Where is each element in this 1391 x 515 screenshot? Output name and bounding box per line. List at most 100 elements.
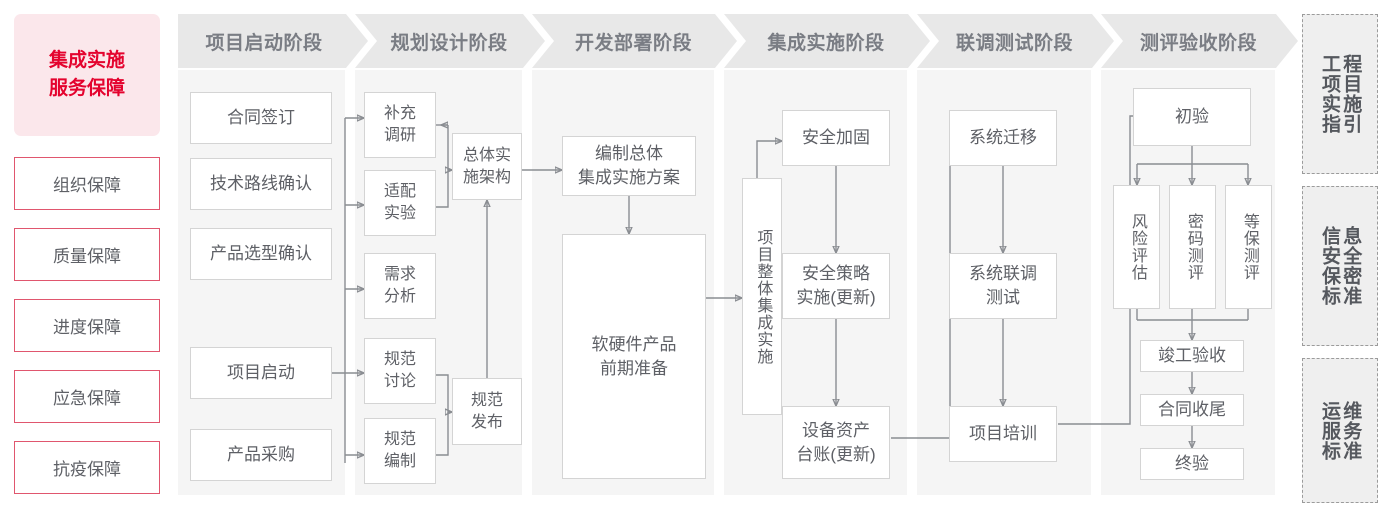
node-label-line1: 安全策略: [801, 264, 870, 283]
phase-header-label: 集成实施阶段: [767, 32, 885, 54]
node-system-joint-debug-test[interactable]: 系统联调 测试: [949, 253, 1057, 319]
standard-panel-operations-service[interactable]: 运服标 维务准: [1302, 358, 1378, 503]
node-label: 竣工验收: [1158, 346, 1226, 365]
sidebar-item-label: 进度保障: [53, 318, 121, 337]
node-label-line2: 发布: [470, 413, 503, 431]
node-label-line2: 集成实施方案: [578, 168, 680, 187]
node-label: 产品选型确认: [210, 244, 312, 263]
node-label-line1: 软硬件产品: [591, 334, 677, 354]
node-label-line1: 总体实: [462, 146, 511, 164]
node-final-acceptance[interactable]: 终验: [1140, 448, 1244, 480]
phase-header-p4: 集成实施阶段: [724, 14, 930, 68]
phase-header-label: 测评验收阶段: [1139, 32, 1257, 54]
node-system-migration[interactable]: 系统迁移: [949, 110, 1057, 166]
sidebar-item-label: 应急保障: [53, 389, 121, 408]
node-adaptation-experiment[interactable]: 适配 实验: [364, 170, 436, 236]
node-standard-release[interactable]: 规范 发布: [452, 378, 522, 445]
phase-header-label: 规划设计阶段: [390, 32, 508, 54]
node-label: 产品采购: [227, 445, 295, 464]
node-label-line2: 实施(更新): [796, 288, 876, 307]
node-label: 等保测评: [1240, 213, 1258, 281]
node-product-procurement[interactable]: 产品采购: [190, 429, 332, 481]
node-label-line2: 讨论: [383, 373, 416, 390]
node-product-selection-confirm[interactable]: 产品选型确认: [190, 228, 332, 280]
node-standard-discussion[interactable]: 规范 讨论: [364, 338, 436, 404]
sidebar-item-label: 抗疫保障: [53, 460, 121, 479]
sidebar-item-label: 组织保障: [53, 176, 121, 195]
node-label: 终验: [1175, 454, 1209, 473]
node-contract-signing[interactable]: 合同签订: [190, 92, 332, 144]
sidebar-title-line1: 集成实施: [48, 50, 125, 71]
node-label: 项目整体集成实施: [754, 228, 772, 365]
phase-header-label: 开发部署阶段: [574, 32, 692, 54]
node-label-line2: 前期准备: [600, 358, 668, 378]
node-label: 安全加固: [802, 128, 870, 147]
node-label: 风险评估: [1128, 213, 1146, 281]
node-label-line2: 施架构: [462, 168, 511, 186]
node-label: 项目培训: [969, 424, 1037, 443]
node-label-line1: 规范: [470, 391, 503, 409]
node-contract-closure[interactable]: 合同收尾: [1140, 394, 1244, 426]
standard-panel-infosec-confidentiality[interactable]: 信安保标 息全密准: [1302, 186, 1378, 346]
node-supplementary-research[interactable]: 补充 调研: [364, 92, 436, 158]
sidebar-item-label: 质量保障: [53, 247, 121, 266]
node-risk-assessment[interactable]: 风险评估: [1113, 185, 1160, 309]
node-label: 项目启动: [227, 363, 295, 382]
node-label-line1: 规范: [383, 431, 416, 448]
standard-panel-engineering-guideline[interactable]: 工项实指 程目施引: [1302, 14, 1378, 174]
node-equipment-asset-ledger[interactable]: 设备资产 台账(更新): [782, 406, 890, 479]
node-hardware-software-preparation[interactable]: 软硬件产品 前期准备: [562, 234, 706, 479]
standard-label-col-right: 运服标: [1319, 400, 1340, 461]
node-label: 初验: [1175, 107, 1209, 126]
node-label-line2: 调研: [383, 127, 416, 144]
node-label-line1: 设备资产: [801, 420, 870, 440]
node-label: 合同收尾: [1158, 400, 1226, 419]
node-label: 系统迁移: [969, 128, 1037, 147]
node-label: 密码测评: [1184, 213, 1202, 281]
node-label-line2: 测试: [986, 288, 1020, 307]
phase-header-p6: 测评验收阶段: [1101, 14, 1298, 68]
sidebar-item-emergency[interactable]: 应急保障: [14, 370, 160, 423]
standard-label-col-right: 信安保标: [1319, 226, 1340, 306]
node-label: 技术路线确认: [210, 174, 312, 193]
node-label-line1: 适配: [383, 183, 416, 200]
node-requirements-analysis[interactable]: 需求 分析: [364, 253, 436, 319]
node-label-line1: 系统联调: [969, 264, 1037, 283]
node-label-line1: 规范: [383, 351, 416, 368]
standard-label-col-left: 维务准: [1340, 400, 1362, 461]
node-label-line2: 分析: [383, 288, 416, 305]
sidebar-title: 集成实施 服务保障: [14, 14, 160, 136]
sidebar-item-schedule[interactable]: 进度保障: [14, 299, 160, 352]
sidebar-item-organization[interactable]: 组织保障: [14, 157, 160, 210]
standard-label-col-left: 程目施引: [1340, 54, 1362, 134]
sidebar-item-epidemic[interactable]: 抗疫保障: [14, 441, 160, 494]
node-label: 合同签订: [227, 108, 295, 127]
node-preliminary-acceptance[interactable]: 初验: [1133, 88, 1251, 146]
sidebar-item-quality[interactable]: 质量保障: [14, 228, 160, 281]
node-overall-implementation-architecture[interactable]: 总体实 施架构: [452, 133, 522, 200]
phase-header-label: 项目启动阶段: [205, 32, 323, 54]
node-security-hardening[interactable]: 安全加固: [782, 110, 890, 166]
phase-header-p1: 项目启动阶段: [178, 14, 368, 68]
node-standard-drafting[interactable]: 规范 编制: [364, 418, 436, 484]
node-completion-acceptance[interactable]: 竣工验收: [1140, 340, 1244, 372]
node-project-kickoff[interactable]: 项目启动: [190, 347, 332, 399]
node-label-line2: 台账(更新): [796, 444, 876, 464]
node-security-policy-implementation[interactable]: 安全策略 实施(更新): [782, 253, 890, 319]
node-label-line2: 编制: [383, 453, 416, 470]
node-overall-project-integration[interactable]: 项目整体集成实施: [742, 178, 782, 415]
node-label-line1: 编制总体: [595, 144, 663, 163]
standard-label-col-left: 息全密准: [1340, 226, 1362, 306]
node-label-line2: 实验: [383, 205, 416, 222]
phase-header-p3: 开发部署阶段: [532, 14, 737, 68]
sidebar-title-line2: 服务保障: [48, 78, 125, 99]
node-cryptography-evaluation[interactable]: 密码测评: [1169, 185, 1216, 309]
node-tech-route-confirm[interactable]: 技术路线确认: [190, 158, 332, 210]
node-mlps-evaluation[interactable]: 等保测评: [1225, 185, 1272, 309]
phase-header-p5: 联调测试阶段: [917, 14, 1114, 68]
node-label-line1: 补充: [383, 105, 416, 122]
node-project-training[interactable]: 项目培训: [949, 406, 1057, 462]
phase-header-label: 联调测试阶段: [955, 32, 1073, 54]
node-draft-overall-integration-plan[interactable]: 编制总体 集成实施方案: [562, 136, 696, 196]
